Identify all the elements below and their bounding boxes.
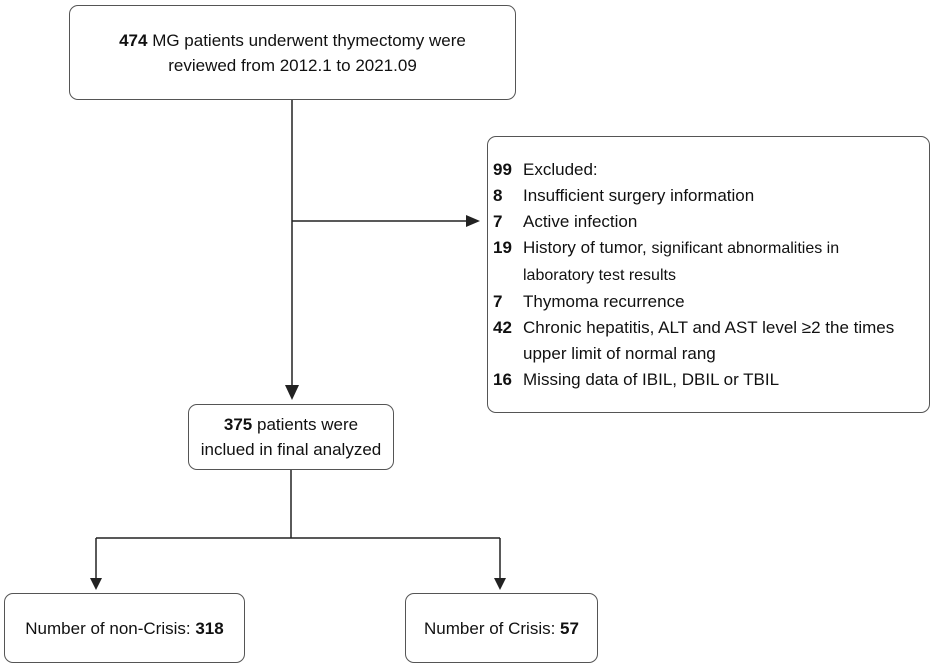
non-crisis-box: Number of non-Crisis: 318 [4,593,245,663]
non-crisis-label: Number of non-Crisis: [25,618,196,638]
exclusion-box: 99 Excluded: 8 Insufficient surgery info… [487,136,930,413]
final-cohort-line-2: inclued in final analyzed [200,440,382,459]
exclusion-item: 7 Thymoma recurrence [488,289,929,315]
cohort-source-line-1: 474 MG patients underwent thymectomy wer… [119,28,466,53]
exclusion-item-count: 19 [493,238,512,257]
exclusion-item-label-wrap: History of tumor, significant abnormalit… [523,235,929,289]
final-cohort-box: 375 patients were inclued in final analy… [188,404,394,470]
exclusion-header-label: Excluded: [523,160,598,179]
exclusion-item-label-cont: laboratory test results [523,267,676,284]
non-crisis-line: Number of non-Crisis: 318 [25,616,223,641]
exclusion-header: 99 Excluded: [488,157,929,183]
cohort-source-line-2: reviewed from 2012.1 to 2021.09 [168,55,417,75]
exclusion-item-label: Insufficient surgery information [523,186,755,205]
cohort-source-box: 474 MG patients underwent thymectomy wer… [69,5,516,100]
exclusion-item-label: Missing data of IBIL, DBIL or TBIL [523,370,780,389]
exclusion-item-label-cont: upper limit of normal rang [523,344,716,363]
exclusion-item-label: Chronic hepatitis, ALT and AST level ≥2 … [523,318,895,337]
cohort-source-text-1: MG patients underwent thymectomy were [147,30,466,50]
exclusion-item: 7 Active infection [488,209,929,235]
crisis-count: 57 [560,618,579,638]
cohort-source-count: 474 [119,30,148,50]
exclusion-item-label: History of tumor, [523,238,652,257]
arrow-head-down-main [285,385,299,400]
exclusion-item-label-small: significant abnormalities in [651,240,840,257]
final-cohort-text-1: patients were [252,415,359,434]
crisis-line: Number of Crisis: 57 [424,616,579,641]
final-cohort-line-1: 375 patients were [224,412,358,437]
exclusion-item-count: 7 [493,292,503,311]
crisis-label: Number of Crisis: [424,618,561,638]
arrow-head-down-right [494,578,506,590]
arrow-head-right-exclusion [466,215,480,227]
exclusion-item-count: 7 [493,212,503,231]
exclusion-item-count: 42 [493,318,512,337]
exclusion-item-label: Thymoma recurrence [523,292,685,311]
exclusion-total-count: 99 [493,160,512,179]
exclusion-item-label-wrap: Chronic hepatitis, ALT and AST level ≥2 … [523,315,929,367]
arrow-head-down-left [90,578,102,590]
exclusion-item-count: 16 [493,370,512,389]
crisis-box: Number of Crisis: 57 [405,593,598,663]
exclusion-item-label: Active infection [523,212,638,231]
non-crisis-count: 318 [195,618,224,638]
exclusion-item-count: 8 [493,186,503,205]
exclusion-item: 42 Chronic hepatitis, ALT and AST level … [488,315,929,367]
exclusion-item: 8 Insufficient surgery information [488,183,929,209]
final-cohort-count: 375 [223,415,253,434]
exclusion-item: 16 Missing data of IBIL, DBIL or TBIL [488,367,929,393]
exclusion-item: 19 History of tumor, significant abnorma… [488,235,929,289]
